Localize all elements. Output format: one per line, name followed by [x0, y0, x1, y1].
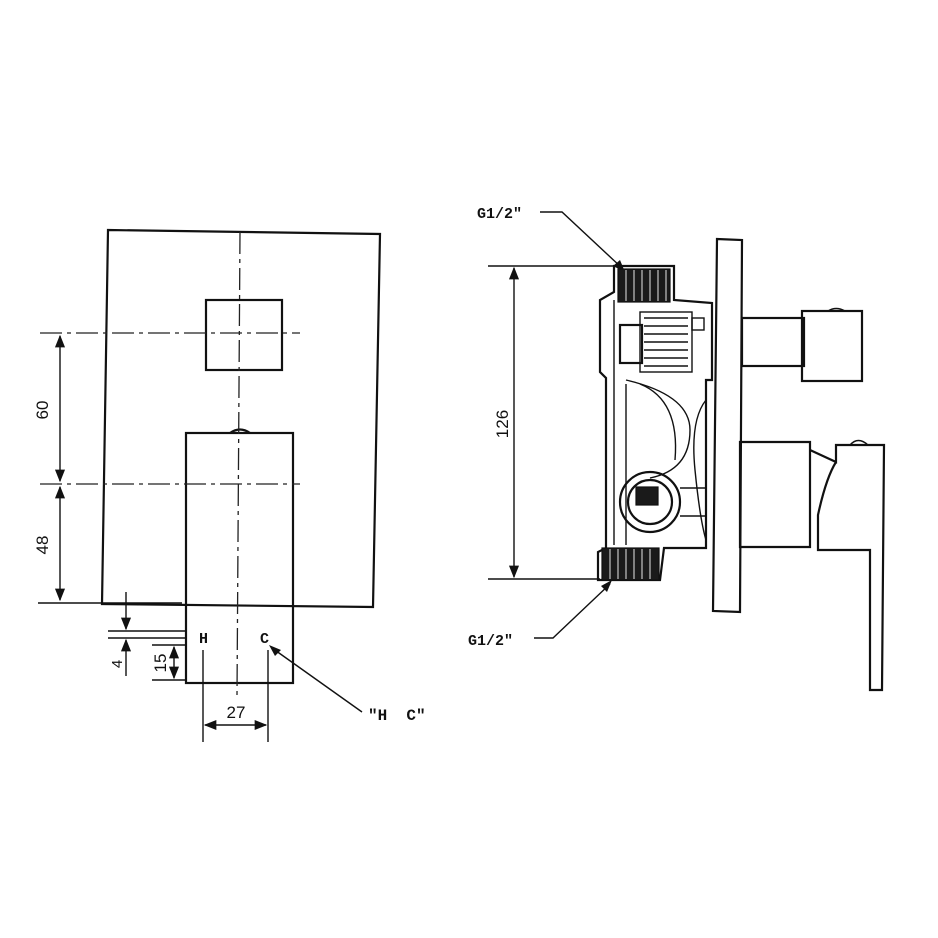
valve-body-outline	[596, 264, 714, 582]
mixer-spindle	[618, 470, 682, 534]
lever-handle-side	[738, 439, 886, 692]
dim-label-15: 15	[151, 654, 170, 673]
hc-callout: "H C"	[368, 707, 426, 725]
thread-leader-top	[540, 211, 623, 269]
side-view: G1/2" G1/2" 126	[468, 206, 886, 692]
front-view: 60 48 4 15 H C 27 "H C"	[33, 228, 426, 742]
mounting-plate	[711, 237, 744, 614]
lever-body	[184, 431, 295, 685]
dim-label-126: 126	[493, 410, 512, 438]
lever-notch	[229, 428, 251, 434]
diverter-knob	[204, 298, 284, 372]
thread-leader-bottom	[534, 583, 611, 639]
cartridge	[618, 311, 705, 373]
hot-label: H	[199, 631, 208, 648]
thread-label-bottom: G1/2"	[468, 633, 513, 650]
wall-plate	[100, 228, 382, 609]
dim-label-60: 60	[33, 401, 52, 420]
vertical-centerline	[236, 231, 241, 696]
dim-label-27: 27	[227, 703, 246, 722]
hc-leader	[271, 647, 363, 713]
bottom-thread-port	[601, 547, 660, 581]
dim-label-4: 4	[109, 660, 126, 668]
diverter-handle-side	[740, 307, 864, 383]
top-thread-port	[617, 268, 671, 303]
thread-label-top: G1/2"	[477, 206, 522, 223]
dim-label-48: 48	[33, 536, 52, 555]
cold-label: C	[260, 631, 269, 648]
